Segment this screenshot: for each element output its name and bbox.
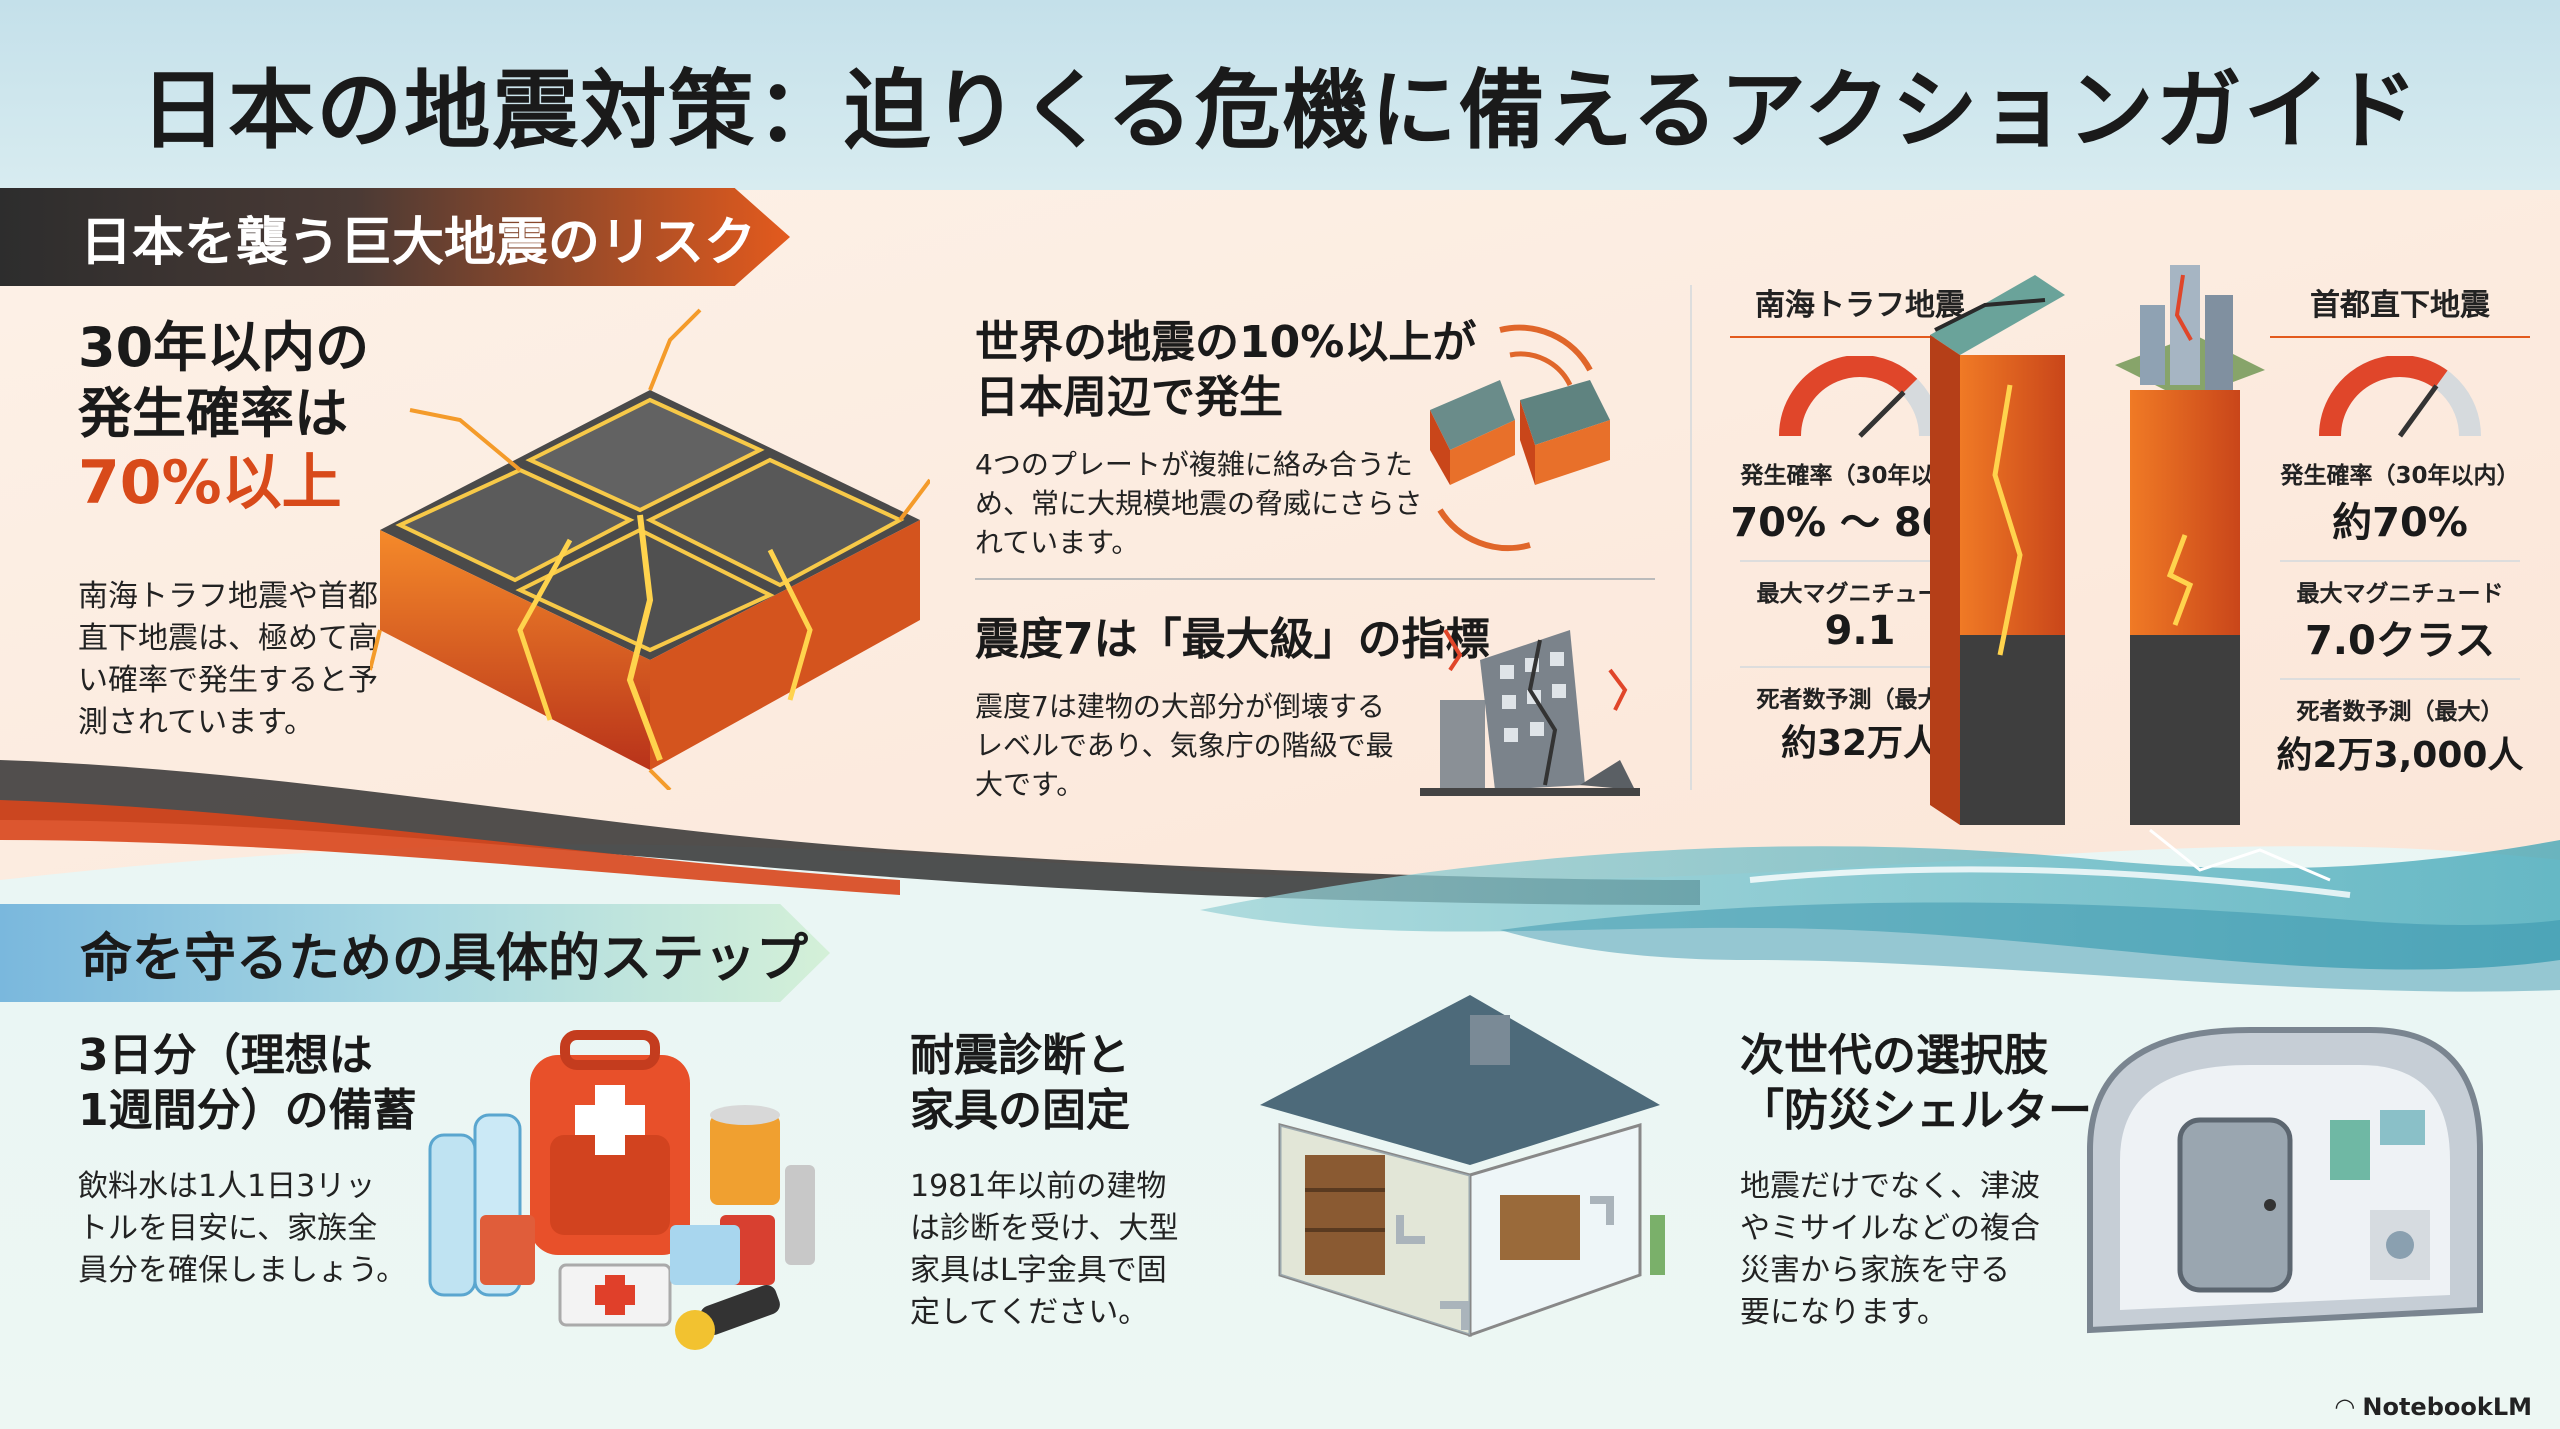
step-body-line: 飲料水は1人1日3リッ <box>78 1169 376 1204</box>
page-title: 日本の地震対策：迫りくる危機に備えるアクションガイド <box>140 61 2420 161</box>
step-body-line: 定してください。 <box>910 1295 1149 1330</box>
quake-name: 南海トラフ地震 <box>1755 288 1965 323</box>
magnitude-value: 7.0クラス <box>2304 618 2496 664</box>
world-body-line: め、常に大規模地震の脅威にさらさ <box>975 487 1423 521</box>
probability-body-line: 直下地震は、極めて高 <box>78 620 378 656</box>
death-value: 約2万3,000人 <box>2276 735 2524 776</box>
flashlight-icon <box>675 1285 780 1350</box>
step-body-line: は診断を受け、大型 <box>910 1211 1179 1246</box>
magnitude-value: 9.1 <box>1824 608 1896 654</box>
divider <box>975 578 1655 580</box>
divider <box>1730 336 1990 338</box>
world-share-block: 世界の地震の10%以上が 日本周辺で発生 4つのプレートが複雑に絡み合うた め、… <box>975 315 1535 563</box>
shindo-body: 震度7は建物の大部分が倒壊する レベルであり、気象庁の階級で最 大です。 <box>975 687 1495 805</box>
step-body: 地震だけでなく、津波 やミサイルなどの複合 災害から家族を守る 要になります。 <box>1740 1166 2140 1334</box>
step-heading-line: 1週間分）の備蓄 <box>78 1085 417 1136</box>
divider <box>2280 678 2520 680</box>
step-body-line: 災害から家族を守る <box>1740 1253 2010 1288</box>
step-body-line: やミサイルなどの複合 <box>1740 1211 2040 1246</box>
section-banner-risk: 日本を襲う巨大地震のリスク <box>0 188 790 286</box>
shelter-pod-icon <box>2087 1027 2483 1334</box>
emergency-backpack-icon <box>428 1030 815 1350</box>
notebooklm-logo-icon: ◠ <box>2335 1393 2363 1421</box>
bookshelf-icon <box>1305 1155 1385 1275</box>
step-body-line: 要になります。 <box>1740 1295 1947 1330</box>
probability-body: 南海トラフ地震や首都 直下地震は、極めて高 い確率で発生すると予 測されています… <box>78 576 408 744</box>
death-value: 約32万人 <box>1780 723 1940 764</box>
step-retrofit: 耐震診断と 家具の固定 1981年以前の建物 は診断を受け、大型 家具はL字金具… <box>910 1028 1240 1334</box>
quake-name: 首都直下地震 <box>2310 288 2490 323</box>
probability-label: 発生確率（30年以内） <box>2280 463 2520 489</box>
probability-body-line: い確率で発生すると予 <box>78 662 378 698</box>
section-banner-steps: 命を守るための具体的ステップ <box>0 904 830 1002</box>
quake-nankai: 南海トラフ地震 発生確率（30年以内） 70% 〜 80% 最大マグニチュード … <box>1720 280 2000 766</box>
step-heading-line: 3日分（理想は <box>78 1030 373 1081</box>
house-cutaway-icon <box>1260 995 1665 1338</box>
divider <box>1690 285 1692 790</box>
magnitude-label: 最大マグニチュード <box>1756 581 1964 607</box>
quake-tokyo: 首都直下地震 発生確率（30年以内） 約70% 最大マグニチュード 7.0クラス… <box>2260 280 2540 778</box>
probability-highlight: 70%以上 <box>78 447 342 518</box>
step-shelter: 次世代の選択肢 「防災シェルター」 地震だけでなく、津波 やミサイルなどの複合 … <box>1740 1028 2140 1334</box>
death-label: 死者数予測（最大） <box>2296 699 2504 725</box>
step-body: 1981年以前の建物 は診断を受け、大型 家具はL字金具で固 定してください。 <box>910 1166 1240 1334</box>
step-body-line: 地震だけでなく、津波 <box>1740 1169 2040 1204</box>
shindo-heading: 震度7は「最大級」の指標 <box>975 614 1490 665</box>
probability-body-line: 測されています。 <box>78 704 315 740</box>
probability-value: 約70% <box>2332 500 2468 546</box>
l-bracket-icon <box>1396 1196 1614 1330</box>
world-body-line: 4つのプレートが複雑に絡み合うた <box>975 448 1413 481</box>
probability-heading-line1: 30年以内の <box>78 316 370 379</box>
divider <box>2280 560 2520 562</box>
divider <box>2270 336 2530 338</box>
step-body-line: 1981年以前の建物 <box>910 1169 1167 1204</box>
world-body: 4つのプレートが複雑に絡み合うた め、常に大規模地震の脅威にさらさ れています。 <box>975 445 1535 563</box>
brand-name: NotebookLM <box>2362 1393 2532 1421</box>
step-heading-line: 耐震診断と <box>910 1030 1130 1081</box>
probability-block: 30年以内の 発生確率は 70%以上 南海トラフ地震や首都 直下地震は、極めて高… <box>78 315 408 744</box>
probability-body-line: 南海トラフ地震や首都 <box>78 578 378 614</box>
gauge-icon <box>2319 356 2481 438</box>
notebooklm-logo: ◠ NotebookLM <box>2336 1393 2532 1421</box>
world-body-line: れています。 <box>975 526 1140 560</box>
death-label: 死者数予測（最大） <box>1756 687 1964 713</box>
step-stockpile: 3日分（理想は 1週間分）の備蓄 飲料水は1人1日3リッ トルを目安に、家族全 … <box>78 1028 438 1292</box>
shindo-body-line: レベルであり、気象庁の階級で最 <box>975 729 1394 763</box>
step-body-line: トルを目安に、家族全 <box>78 1211 378 1246</box>
divider <box>1740 666 1980 668</box>
world-heading-line2: 日本周辺で発生 <box>975 372 1283 423</box>
fault-pillar-icon <box>1930 265 2265 825</box>
world-heading-line1: 世界の地震の10%以上が <box>975 317 1477 368</box>
step-body-line: 家具はL字金具で固 <box>910 1253 1167 1288</box>
cracked-earth-icon <box>370 308 930 790</box>
city-pillar-icon <box>2115 265 2265 825</box>
shindo-body-line: 震度7は建物の大部分が倒壊する <box>975 690 1385 723</box>
collapsed-building-icon <box>1420 628 1640 796</box>
gauge-icon <box>1779 356 1941 438</box>
probability-heading-line2: 発生確率は <box>78 381 348 445</box>
shindo-block: 震度7は「最大級」の指標 震度7は建物の大部分が倒壊する レベルであり、気象庁の… <box>975 612 1495 805</box>
step-heading-line: 家具の固定 <box>910 1085 1130 1136</box>
tectonic-plates-icon <box>1430 324 1610 552</box>
shindo-body-line: 大です。 <box>975 768 1085 802</box>
step-body-line: 員分を確保しましょう。 <box>78 1253 407 1288</box>
step-heading-line: 「防災シェルター」 <box>1740 1085 2136 1136</box>
divider <box>1740 560 1980 562</box>
magnitude-label: 最大マグニチュード <box>2296 581 2504 607</box>
step-body: 飲料水は1人1日3リッ トルを目安に、家族全 員分を確保しましょう。 <box>78 1166 438 1292</box>
step-heading-line: 次世代の選択肢 <box>1740 1030 2048 1081</box>
